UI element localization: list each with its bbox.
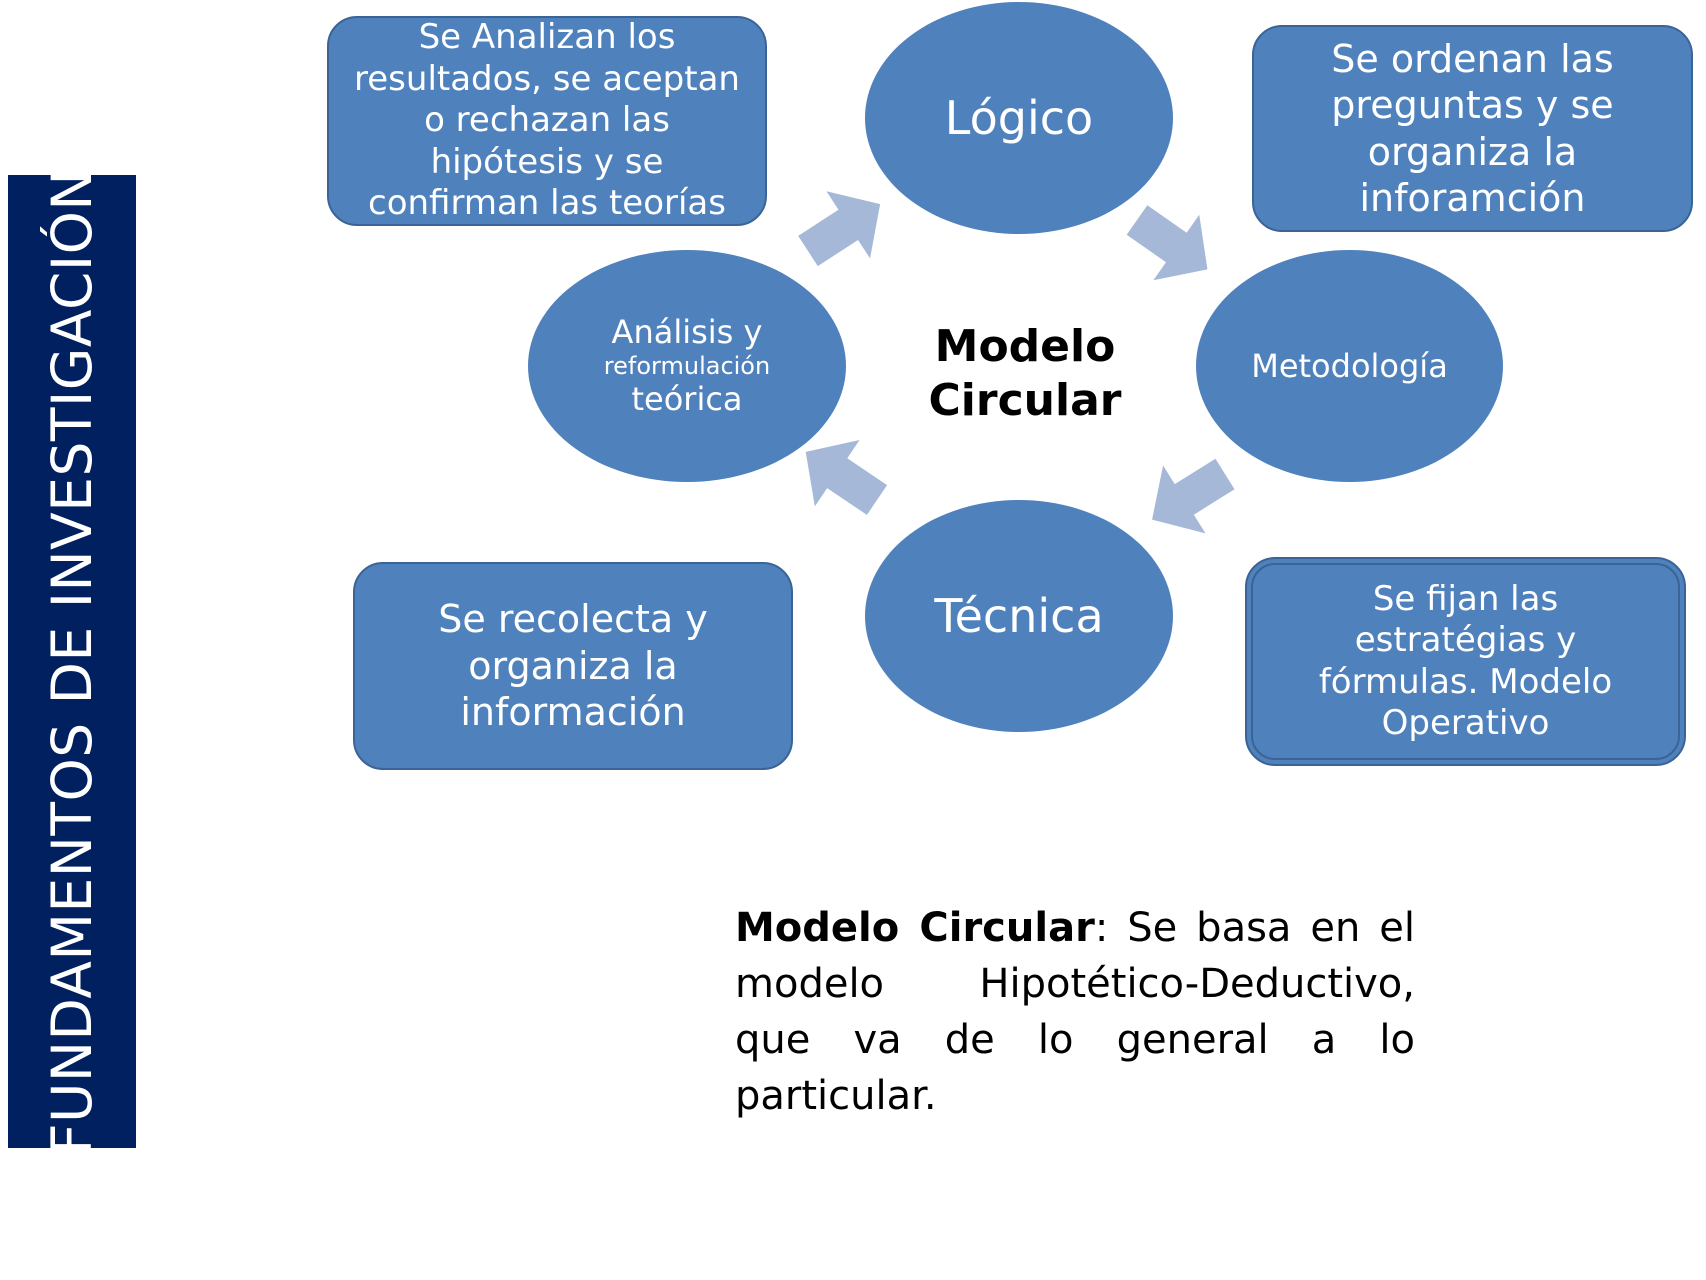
stage-analisis-line1: Análisis y [611, 313, 763, 352]
arrow-metodologia-to-tecnica [1152, 458, 1235, 534]
center-title: Modelo Circular [880, 320, 1170, 427]
stage-tecnica-label: Técnica [934, 589, 1104, 643]
model-description-term: Modelo Circular [735, 905, 1095, 951]
arrow-logico-to-metodologia [1126, 205, 1208, 281]
note-collect-information: Se recolecta y organiza la información [353, 562, 793, 770]
note-strategies-formulas: Se fijan las estratégias y fórmulas. Mod… [1245, 557, 1686, 766]
stage-analisis-line2: reformulación [603, 351, 771, 380]
stage-analisis: Análisis y reformulación teórica [528, 250, 846, 482]
note-analyze-results-text: Se Analizan los resultados, se aceptan o… [354, 17, 740, 224]
stage-logico: Lógico [865, 2, 1173, 234]
note-strategies-formulas-text: Se fijan las estratégias y fórmulas. Mod… [1318, 578, 1613, 743]
stage-metodologia: Metodología [1196, 250, 1503, 482]
center-title-line1: Modelo [934, 321, 1116, 372]
note-order-questions: Se ordenan las preguntas y se organiza l… [1252, 25, 1693, 232]
stage-tecnica: Técnica [865, 500, 1173, 732]
arrow-analisis-to-logico [798, 191, 881, 267]
arrow-tecnica-to-analisis [805, 439, 888, 515]
model-description-text: : Se basa en el modelo Hipotético-Deduct… [735, 905, 1415, 1119]
note-collect-information-text: Se recolecta y organiza la información [438, 597, 708, 735]
model-description: Modelo Circular: Se basa en el modelo Hi… [735, 900, 1415, 1124]
side-banner: FUNDAMENTOS DE INVESTIGACIÓN [8, 168, 136, 1155]
stage-logico-label: Lógico [944, 91, 1094, 145]
stage-analisis-line3: teórica [631, 380, 743, 419]
center-title-line2: Circular [928, 374, 1122, 426]
note-order-questions-text: Se ordenan las preguntas y se organiza l… [1331, 36, 1614, 220]
note-analyze-results: Se Analizan los resultados, se aceptan o… [327, 16, 767, 226]
stage-metodologia-label: Metodología [1251, 347, 1448, 385]
